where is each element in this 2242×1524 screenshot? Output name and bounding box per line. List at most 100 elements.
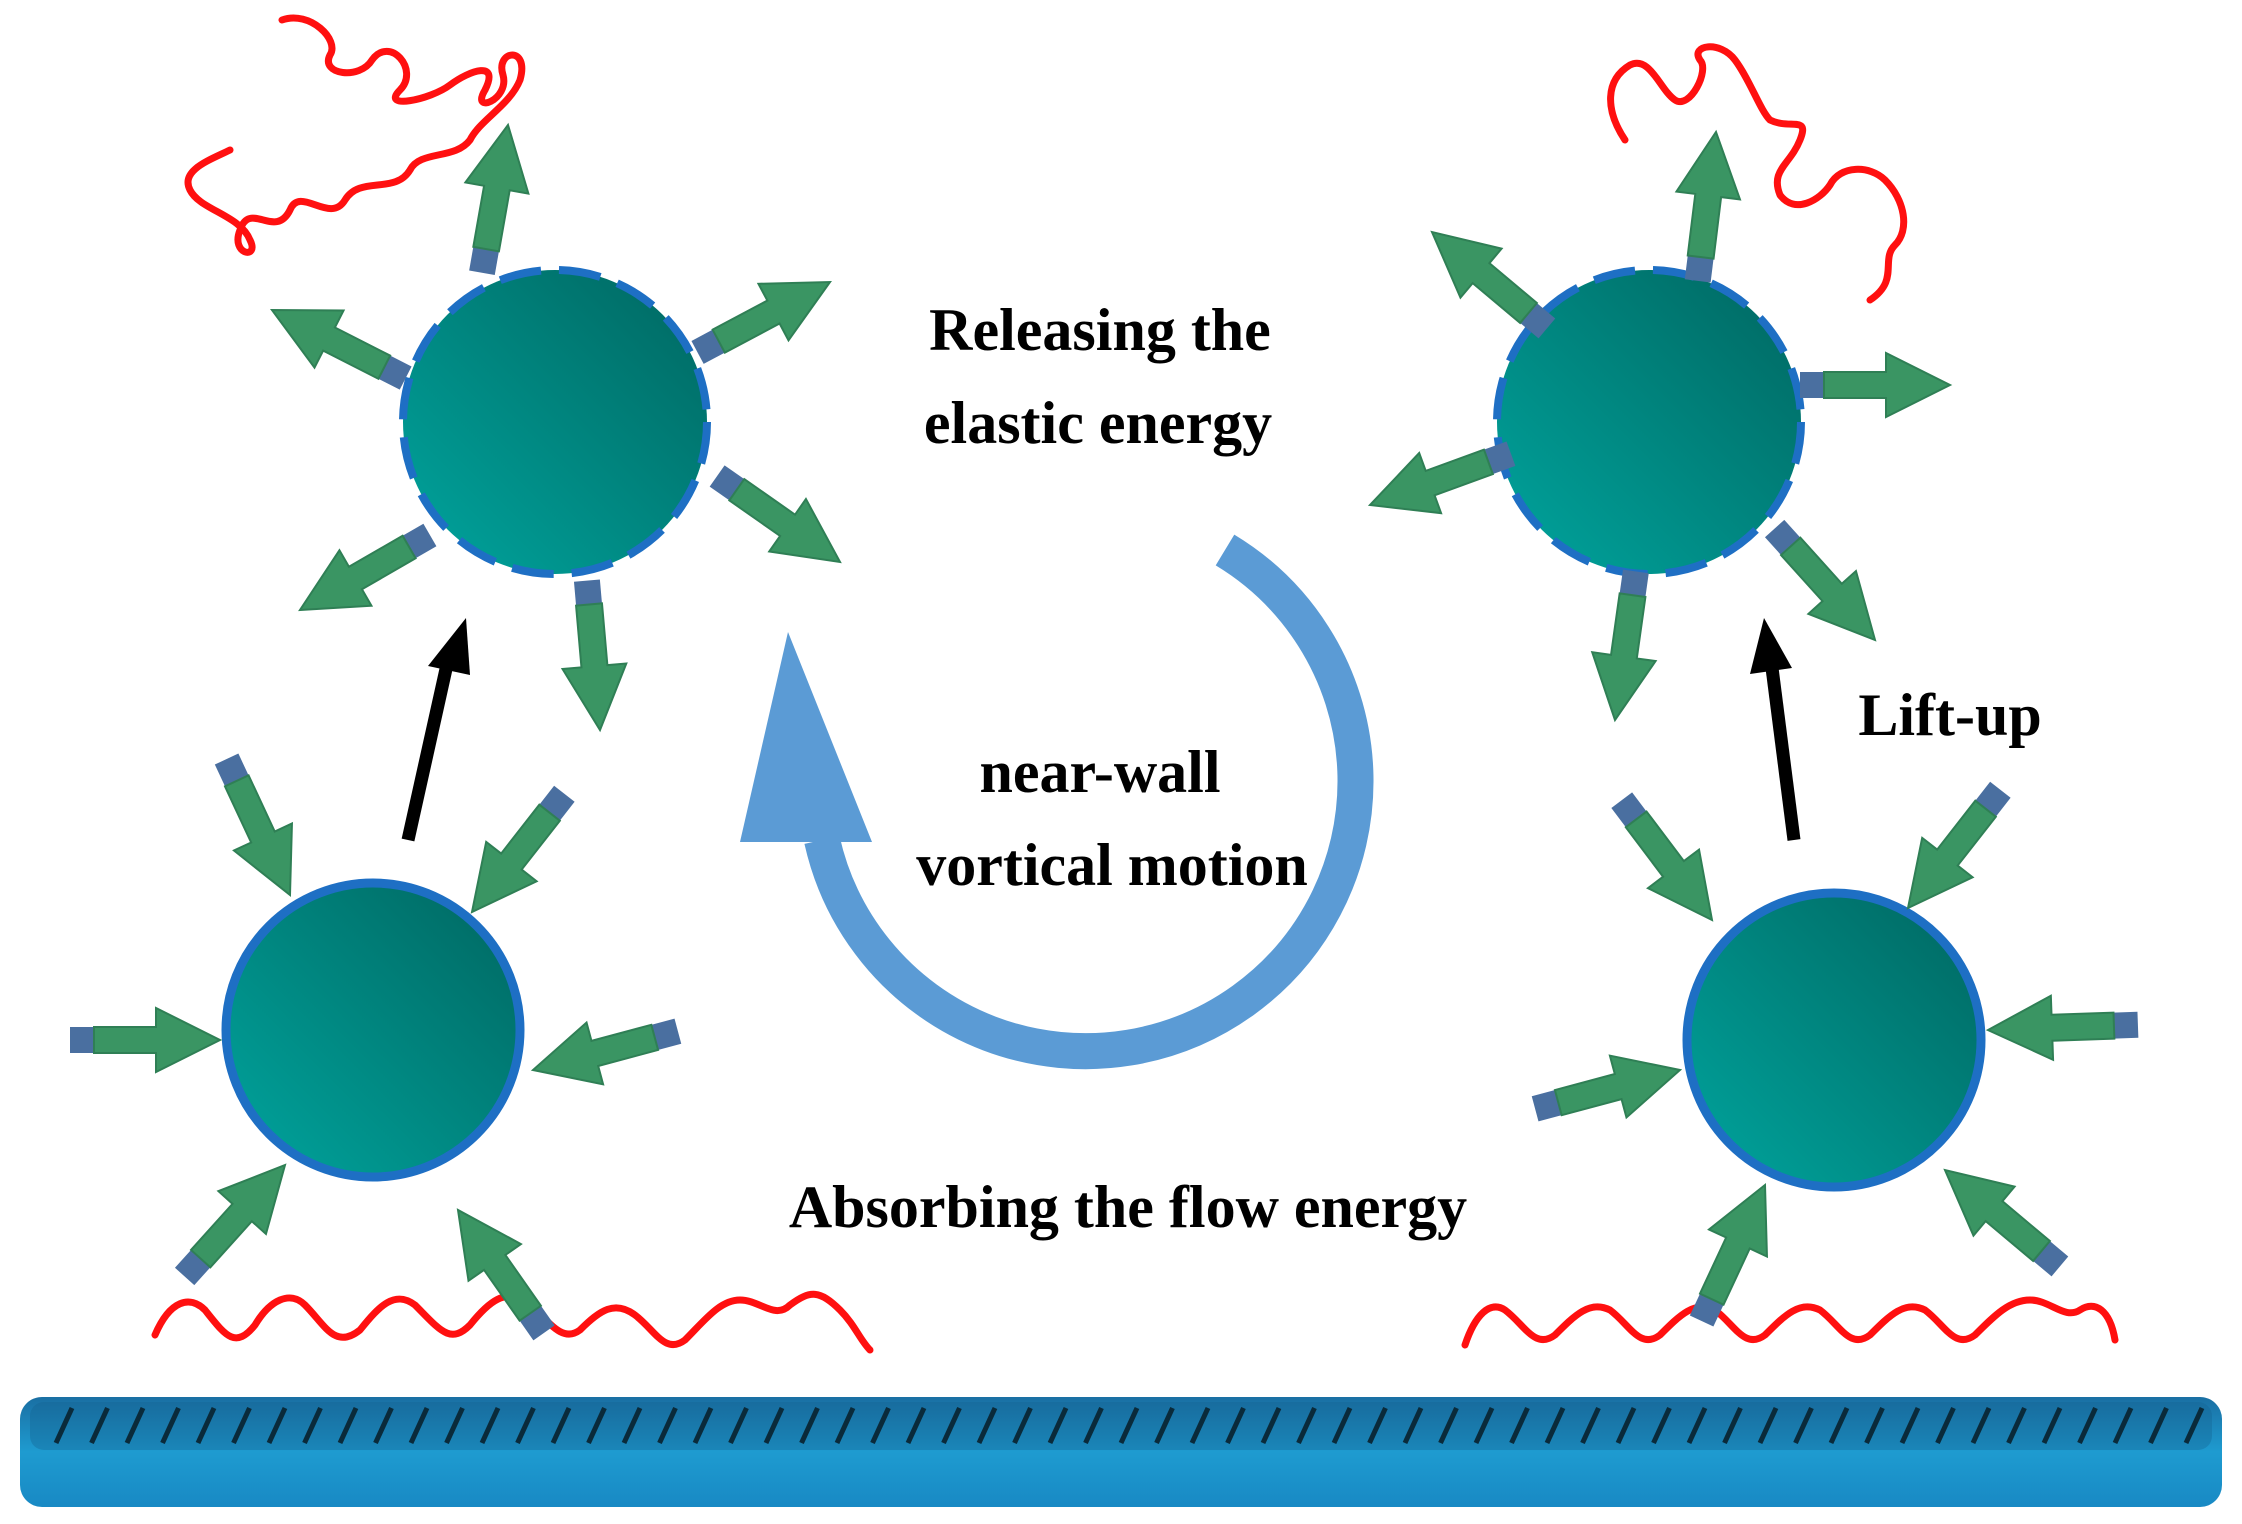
liftup-label: Lift-up	[1858, 682, 2041, 748]
arrow-icon	[196, 744, 321, 910]
hatch-mark	[1970, 1406, 1992, 1445]
arrow-icon	[69, 1007, 221, 1073]
hatch-mark	[763, 1406, 785, 1445]
hatch-mark	[89, 1406, 110, 1445]
hatch-mark	[2183, 1406, 2205, 1445]
arrow-icon	[1881, 769, 2027, 929]
hatch-mark	[1899, 1406, 1921, 1445]
hatch-mark	[1367, 1406, 1388, 1445]
hatch-mark	[941, 1406, 962, 1445]
arrow-icon	[1595, 779, 1739, 941]
polymer-chains	[151, 14, 2119, 1354]
arrow-icon	[159, 1142, 310, 1299]
arrow-icon	[445, 773, 591, 933]
hatch-mark	[1686, 1406, 1708, 1445]
hatch-mark	[302, 1406, 323, 1445]
releasing-label-line1: Releasing the	[929, 297, 1271, 363]
hatch-mark	[1509, 1406, 1530, 1445]
hatch-mark	[2112, 1406, 2134, 1445]
hatch-mark	[444, 1406, 465, 1445]
hatch-mark	[515, 1406, 536, 1445]
hatch-mark	[408, 1406, 430, 1445]
particle-bottom-left	[221, 878, 525, 1182]
hatch-mark	[1864, 1406, 1885, 1445]
hatch-mark	[586, 1406, 607, 1445]
hatch-mark	[2148, 1406, 2169, 1445]
releasing-label-line2: elastic energy	[924, 390, 1272, 456]
arrow-icon	[554, 576, 633, 734]
hatch-mark	[1615, 1406, 1637, 1445]
hatch-mark	[1047, 1406, 1069, 1445]
hatch-mark	[266, 1406, 288, 1445]
hatch-mark	[1260, 1406, 1282, 1445]
hatch-mark	[231, 1406, 252, 1445]
hatch-mark	[1118, 1406, 1140, 1445]
hatch-mark	[2006, 1406, 2027, 1445]
hatch-mark	[1651, 1406, 1672, 1445]
hatch-mark	[124, 1406, 146, 1445]
hatch-mark	[1473, 1406, 1495, 1445]
nearwall-label-line1: near-wall	[979, 739, 1220, 805]
arrow-icon	[1664, 127, 1749, 286]
hatch-mark	[692, 1406, 714, 1445]
hatch-mark	[1580, 1406, 1601, 1445]
hatch-mark	[479, 1406, 501, 1445]
hatch-mark	[728, 1406, 749, 1445]
arrow-icon	[430, 1190, 572, 1353]
hatch-mark	[1083, 1406, 1104, 1445]
hatch-mark	[621, 1406, 643, 1445]
hatch-mark	[1935, 1406, 1956, 1445]
polymer-chain-top-right	[1607, 43, 1908, 304]
hatch-mark	[870, 1406, 891, 1445]
wall-hatching	[53, 1406, 2205, 1445]
hatch-mark	[799, 1406, 820, 1445]
particle-top-left	[399, 266, 711, 578]
hatch-mark	[1828, 1406, 1850, 1445]
lift-arrow-right-icon	[1750, 618, 1801, 841]
arrow-icon	[1525, 1038, 1690, 1141]
hatch-mark	[1331, 1406, 1353, 1445]
hatch-mark	[1296, 1406, 1317, 1445]
hatch-mark	[657, 1406, 678, 1445]
arrow-icon	[1985, 991, 2141, 1063]
hatch-mark	[1722, 1406, 1743, 1445]
hatch-mark	[905, 1406, 927, 1445]
wall	[20, 1397, 2222, 1507]
particle-bottom-right	[1682, 888, 1986, 1192]
hatch-mark	[1012, 1406, 1033, 1445]
arrow-icon	[523, 999, 688, 1102]
hatch-mark	[1402, 1406, 1424, 1445]
polymer-chain-bottom-right	[1461, 1296, 2119, 1349]
nearwall-label-line2: vortical motion	[916, 832, 1308, 898]
arrow-icon	[1799, 352, 1951, 418]
hatch-mark	[1154, 1406, 1175, 1445]
arrow-icon	[256, 280, 422, 408]
polymer-chain-top-left	[184, 14, 526, 256]
hatch-mark	[160, 1406, 181, 1445]
arrow-icon	[1582, 566, 1669, 726]
vortex-arrow-icon	[740, 534, 1374, 1070]
hatch-mark	[1793, 1406, 1814, 1445]
hatch-mark	[976, 1406, 998, 1445]
particle-top-right	[1493, 266, 1805, 578]
arrow-icon	[283, 506, 447, 639]
arrow-icon	[1410, 206, 1569, 354]
hatch-mark	[550, 1406, 572, 1445]
lift-arrow-left-icon	[401, 618, 470, 842]
hatch-mark	[1544, 1406, 1566, 1445]
hatch-mark	[337, 1406, 359, 1445]
arrow-icon	[681, 252, 847, 382]
hatch-mark	[373, 1406, 394, 1445]
absorbing-label: Absorbing the flow energy	[789, 1174, 1467, 1240]
hatch-mark	[834, 1406, 856, 1445]
hatch-mark	[195, 1406, 217, 1445]
hatch-mark	[1189, 1406, 1211, 1445]
arrow-icon	[697, 448, 860, 590]
hatch-mark	[2077, 1406, 2098, 1445]
hatch-mark	[1438, 1406, 1459, 1445]
arrow-icon	[1923, 1144, 2082, 1292]
hatch-mark	[53, 1406, 75, 1445]
hatch-mark	[1225, 1406, 1246, 1445]
hatch-mark	[1757, 1406, 1779, 1445]
